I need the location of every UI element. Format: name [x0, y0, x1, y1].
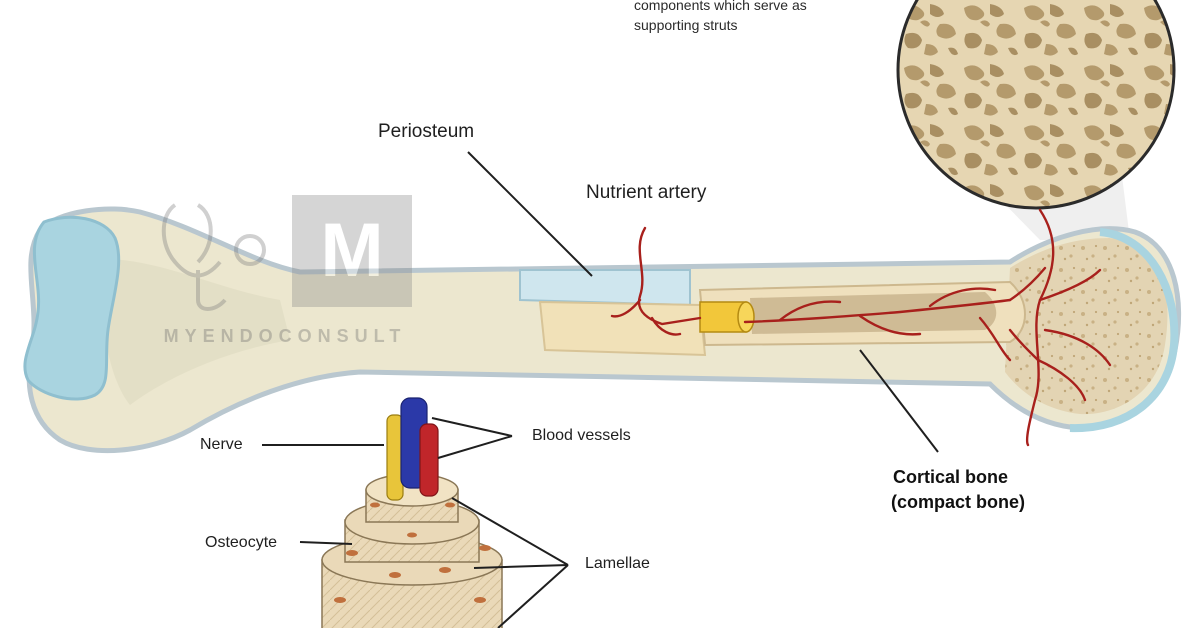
watermark: M MYENDOCONSULT: [161, 195, 412, 346]
label-osteocyte: Osteocyte: [205, 534, 278, 551]
magnifier-ring: [896, 0, 1176, 210]
osteocytes: [334, 502, 491, 603]
label-blood-vessels: Blood vessels: [532, 427, 631, 444]
label-lamellae: Lamellae: [585, 555, 650, 572]
leader-lines: [262, 151, 939, 629]
periosteum-layer: [519, 269, 691, 307]
blood-vessel-red: [419, 423, 439, 497]
caption-line-2: supporting struts: [634, 17, 738, 33]
label-nerve: Nerve: [200, 436, 243, 453]
watermark-letter: M: [320, 208, 383, 293]
spongy-bone: [1005, 238, 1168, 415]
magnified-spongy-bone: [896, 0, 1176, 240]
osteon: [321, 397, 503, 631]
label-periosteum: Periosteum: [378, 121, 475, 142]
label-nutrient-artery: Nutrient artery: [586, 182, 707, 203]
label-cortical-bone: Cortical bone: [893, 467, 1009, 487]
articular-cartilage: [23, 215, 121, 401]
watermark-text: MYENDOCONSULT: [164, 326, 407, 346]
watermark-logo-box: [292, 195, 412, 307]
label-compact-bone: (compact bone): [891, 492, 1026, 512]
caption-line-1: components which serve as: [634, 0, 807, 13]
stethoscope-icon: [161, 203, 222, 278]
long-bone: [23, 206, 1182, 454]
nutrient-artery-vessels: [610, 208, 1112, 447]
